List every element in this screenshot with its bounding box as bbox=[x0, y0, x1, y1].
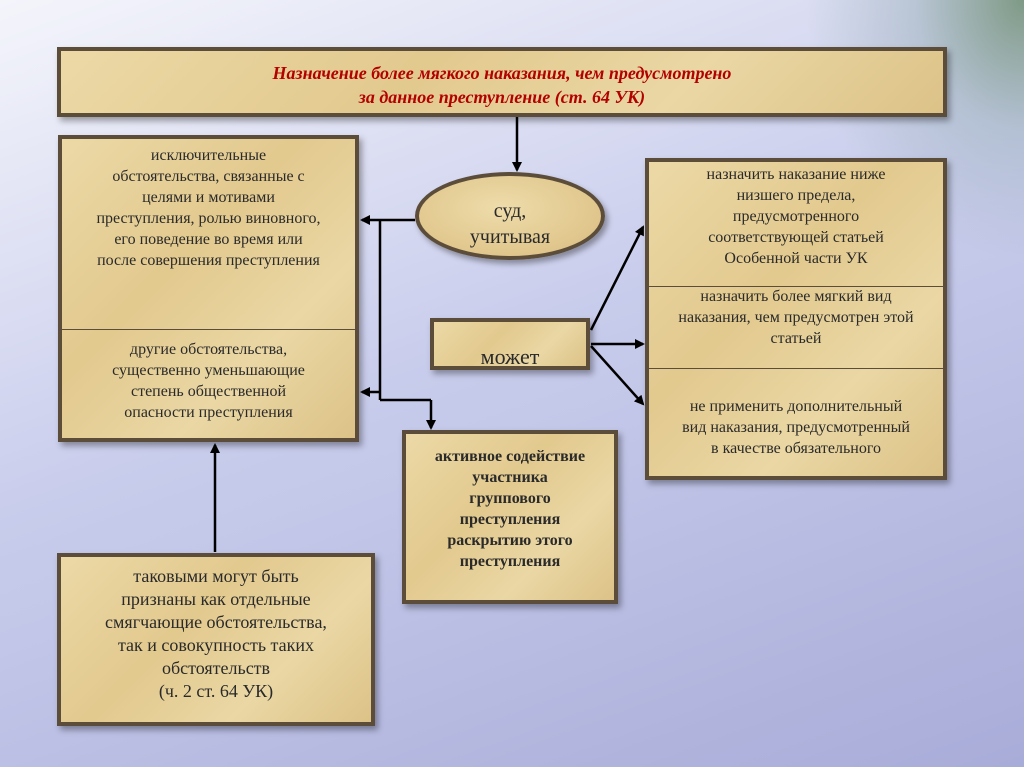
may-box: может bbox=[430, 318, 590, 370]
text-line: не применить дополнительный bbox=[689, 398, 903, 415]
text-line: существенно уменьшающие bbox=[112, 362, 305, 379]
text-line: его поведение во время или bbox=[114, 231, 303, 248]
text-line: (ч. 2 ст. 64 УК) bbox=[158, 681, 274, 701]
text-line: Особенной части УК bbox=[724, 250, 868, 267]
other-circumstances-section: другие обстоятельства, существенно умень… bbox=[62, 339, 355, 423]
mitigating-note-box: таковыми могут быть признаны как отдельн… bbox=[57, 553, 375, 726]
court-ellipse: суд, учитывая bbox=[415, 172, 605, 260]
text-line: соответствующей статьей bbox=[708, 229, 884, 246]
option-lower-limit: назначить наказание ниже низшего предела… bbox=[649, 164, 943, 287]
text-line: назначить более мягкий вид bbox=[700, 288, 892, 305]
text-line: низшего предела, bbox=[736, 187, 856, 204]
text-line: преступления bbox=[459, 511, 561, 528]
option-no-additional: не применить дополнительный вид наказани… bbox=[649, 396, 943, 459]
options-box: назначить наказание ниже низшего предела… bbox=[645, 158, 947, 480]
circumstances-box: исключительные обстоятельства, связанные… bbox=[58, 135, 359, 442]
text-line: наказания, чем предусмотрен этой bbox=[678, 309, 914, 326]
text-line: вид наказания, предусмотренный bbox=[682, 419, 910, 436]
active-assistance-box: активное содействие участника группового… bbox=[402, 430, 618, 604]
text-line: участника bbox=[472, 469, 548, 486]
text-line: таковыми могут быть bbox=[133, 566, 299, 586]
option-milder-type: назначить более мягкий вид наказания, че… bbox=[649, 286, 943, 369]
text-line: смягчающие обстоятельства, bbox=[105, 612, 327, 632]
text-line: исключительные bbox=[150, 147, 267, 164]
text-line: целями и мотивами bbox=[142, 189, 275, 206]
title-box: Назначение более мягкого наказания, чем … bbox=[57, 47, 947, 117]
text-line: степень общественной bbox=[130, 383, 287, 400]
text-line: опасности преступления bbox=[124, 404, 293, 421]
text-line: назначить наказание ниже bbox=[706, 166, 886, 183]
text-line: так и совокупность таких bbox=[117, 635, 315, 655]
text-line: обстоятельства, связанные с bbox=[112, 168, 305, 185]
text-line: раскрытию этого bbox=[447, 532, 573, 549]
text-line: активное содействие bbox=[434, 448, 586, 465]
text-line: другие обстоятельства, bbox=[129, 341, 288, 358]
title-line-1: Назначение более мягкого наказания, чем … bbox=[272, 63, 732, 83]
text-line: преступления bbox=[459, 553, 561, 570]
court-line-2: учитывая bbox=[469, 226, 551, 248]
arrow-may-to-option1 bbox=[589, 225, 645, 331]
text-line: группового bbox=[469, 490, 551, 507]
text-line: признаны как отдельные bbox=[121, 589, 311, 609]
court-line-1: суд, bbox=[493, 200, 527, 222]
exceptional-circumstances-section: исключительные обстоятельства, связанные… bbox=[62, 139, 355, 330]
text-line: статьей bbox=[770, 330, 822, 347]
text-line: обстоятельств bbox=[161, 658, 271, 678]
title-line-2: за данное преступление (ст. 64 УК) bbox=[358, 87, 646, 107]
text-line: в качестве обязательного bbox=[711, 440, 881, 457]
text-line: после совершения преступления bbox=[97, 252, 320, 269]
arrow-may-to-option3 bbox=[590, 345, 645, 406]
may-label: может bbox=[480, 344, 540, 369]
text-line: преступления, ролью виновного, bbox=[96, 210, 321, 227]
text-line: предусмотренного bbox=[732, 208, 860, 225]
